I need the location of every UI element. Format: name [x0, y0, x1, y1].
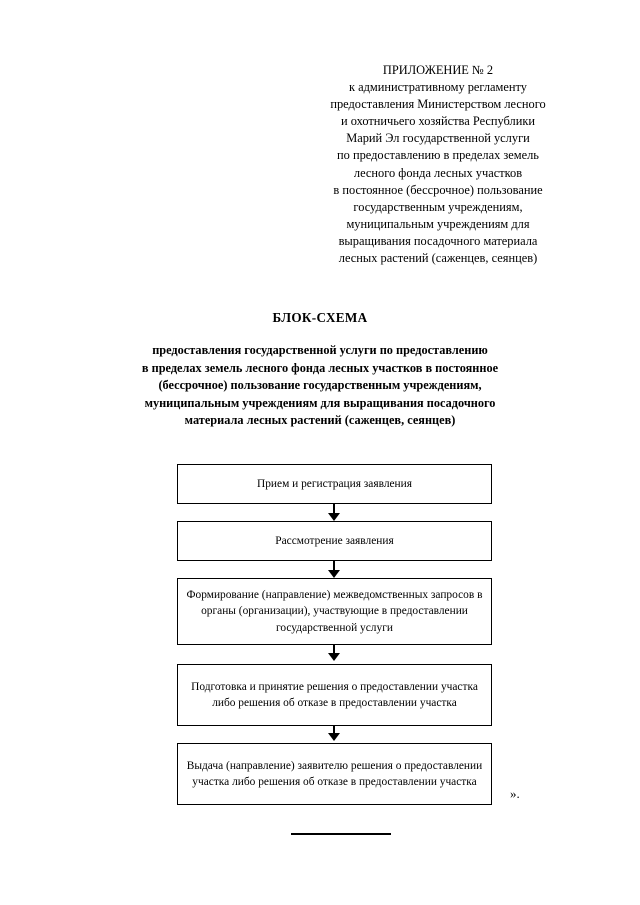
scheme-subtitle-line: предоставления государственной услуги по…	[152, 343, 488, 357]
flowchart-node-1: Прием и регистрация заявления	[177, 464, 492, 504]
flowchart-arrowhead-4-5	[328, 733, 340, 741]
flowchart-node-label: Прием и регистрация заявления	[257, 477, 412, 490]
flowchart-arrowhead-3-4	[328, 653, 340, 661]
flowchart-connector-1-2	[333, 504, 335, 517]
bottom-divider-rule	[291, 833, 391, 835]
appendix-line: предоставления Министерством лесного	[330, 97, 546, 112]
flowchart-connector-4-5	[333, 726, 335, 735]
appendix-line: и охотничьего хозяйства Республики	[341, 114, 535, 129]
appendix-line: государственным учреждениям,	[353, 199, 523, 214]
appendix-line: по предоставлению в пределах земель	[337, 148, 539, 163]
flowchart-node-label: Формирование (направление) межведомствен…	[186, 589, 483, 634]
appendix-line: лесного фонда лесных участков	[353, 165, 523, 180]
scheme-title: БЛОК-СХЕМА	[272, 310, 368, 325]
appendix-line: к административному регламенту	[349, 80, 527, 95]
flowchart-connector-2-3	[333, 561, 335, 574]
flowchart-node-label: Выдача (направление) заявителю решения о…	[186, 759, 483, 788]
scheme-subtitle: предоставления государственной услуги по…	[70, 342, 570, 430]
appendix-line: Марий Эл государственной услуги	[346, 131, 530, 146]
flowchart-node-label: Рассмотрение заявления	[275, 534, 394, 547]
scheme-subtitle-line: в пределах земель лесного фонда лесных у…	[141, 360, 499, 375]
flowchart-node-5: Выдача (направление) заявителю решения о…	[177, 743, 492, 805]
appendix-line: в постоянное (бессрочное) пользование	[333, 182, 543, 197]
appendix-header-block: ПРИЛОЖЕНИЕ № 2 к административному регла…	[286, 62, 590, 267]
flowchart-arrowhead-2-3	[328, 570, 340, 578]
flowchart-connector-3-4	[333, 645, 335, 657]
appendix-line: выращивания посадочного материала	[338, 233, 538, 248]
appendix-line: муниципальным учреждениям для	[346, 216, 530, 231]
flowchart-node-2: Рассмотрение заявления	[177, 521, 492, 561]
flowchart-node-4: Подготовка и принятие решения о предоста…	[177, 664, 492, 726]
appendix-line: лесных растений (саженцев, сеянцев)	[338, 251, 538, 266]
appendix-line: ПРИЛОЖЕНИЕ № 2	[382, 63, 494, 77]
flowchart-node-3: Формирование (направление) межведомствен…	[177, 578, 492, 645]
closing-quote-mark: ».	[510, 786, 520, 801]
flowchart-node-label: Подготовка и принятие решения о предоста…	[191, 680, 478, 709]
scheme-subtitle-line: (бессрочное) пользование государственным…	[158, 378, 482, 393]
flowchart-arrowhead-1-2	[328, 513, 340, 521]
scheme-subtitle-line: муниципальным учреждениям для выращивани…	[144, 395, 496, 410]
scheme-subtitle-line: материала лесных растений (саженцев, сея…	[184, 413, 456, 428]
